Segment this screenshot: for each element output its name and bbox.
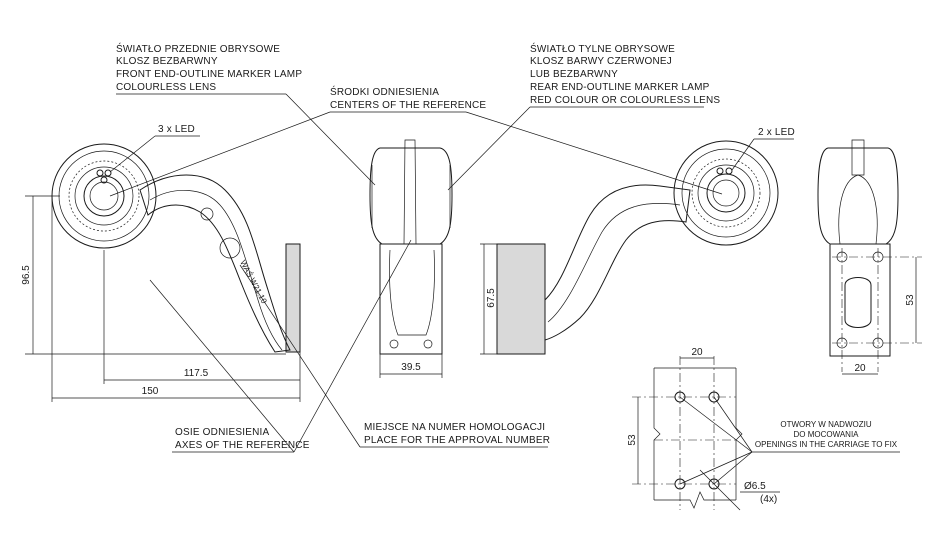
lamp-front-view: 39.5 [369, 139, 453, 378]
rear-lamp-housing [673, 140, 779, 246]
hole-diameter: Ø6.5 [744, 481, 766, 492]
centers-ref-leader-left [109, 111, 331, 197]
rear-arm-outline [544, 184, 691, 341]
centers-ref-label-2: CENTERS OF THE REFERENCE [330, 100, 486, 111]
holes-label-1: OTWORY W NADWOZIU [780, 420, 871, 429]
front-lamp-leader [285, 93, 376, 186]
dim-150: 150 [142, 386, 159, 397]
rear-lamp-label-5: RED COLOUR OR COLOURLESS LENS [530, 95, 720, 106]
rear-lamp-lens [706, 173, 746, 213]
front-lamp-label-4: COLOURLESS LENS [116, 82, 216, 93]
rear-led-label: 2 x LED [758, 127, 795, 138]
rear-lamp-leader [447, 106, 531, 191]
rear-lamp-ring [697, 164, 755, 222]
rear-lamp-knurl [691, 158, 761, 228]
front-base-plate [285, 243, 301, 353]
front-led-label: 3 x LED [158, 124, 195, 135]
middle-hole-right [423, 339, 433, 349]
axes-ref-leader-1 [293, 239, 412, 453]
front-lamp-inner-lens [89, 181, 119, 211]
middle-lamp-head [369, 147, 453, 245]
centers-ref-leader-right [465, 111, 723, 195]
pattern-right-edge [735, 368, 743, 500]
front-arm-inner-line [149, 190, 283, 351]
rear-lamp-label: ŚWIATŁO TYLNE OBRYSOWE KLOSZ BARWY CZERW… [447, 42, 720, 191]
front-lamp-rim [58, 150, 150, 242]
front-lamp-lens [83, 175, 125, 217]
rear-side-view: 53 20 [817, 139, 922, 375]
middle-lamp-center-rib [403, 139, 417, 245]
rear-base-plate [496, 243, 546, 355]
rear-lamp-inner-lens [712, 179, 740, 207]
front-lamp-label: ŚWIATŁO PRZEDNIE OBRYSOWE KLOSZ BEZBARWN… [116, 42, 376, 186]
front-lamp-knurl [68, 160, 140, 232]
holes-leader-1 [713, 396, 753, 453]
centers-reference-label: ŚRODKI ODNIESIENIA CENTERS OF THE REFERE… [109, 85, 723, 197]
approval-label-1: MIEJSCE NA NUMER HOMOLOGACJI [364, 422, 545, 433]
right-lamp-head [817, 147, 899, 245]
dim-20-pattern: 20 [691, 347, 703, 358]
hole-count: (4x) [760, 494, 777, 505]
dim-39-5: 39.5 [401, 362, 421, 373]
stamp-circle-2 [219, 237, 241, 259]
rear-lamp-label-3: LUB BEZBARWNY [530, 69, 618, 80]
front-led-leader [109, 135, 156, 173]
rear-arm-inner-line [547, 203, 681, 323]
rear-lamp-label-4: REAR END-OUTLINE MARKER LAMP [530, 82, 710, 93]
right-base-plate [829, 243, 891, 357]
right-center-rib [851, 139, 865, 176]
right-slot [844, 277, 872, 328]
diameter-leader [699, 469, 741, 511]
holes-leader-2 [679, 396, 753, 453]
front-lamp-ring [74, 166, 134, 226]
front-lamp-housing [51, 143, 157, 249]
dim-67-5: 67.5 [486, 288, 497, 308]
holes-label-2: DO MOCOWANIA [793, 430, 859, 439]
stamp-circle-1 [200, 207, 214, 221]
dim-117-5: 117.5 [184, 368, 209, 379]
middle-lamp-lens-edges [371, 165, 451, 228]
axes-ref-leader-2 [149, 279, 295, 453]
pattern-bottom-edge [654, 491, 736, 509]
rear-lamp-label-1: ŚWIATŁO TYLNE OBRYSOWE [530, 42, 675, 55]
rear-led-leader [731, 138, 755, 171]
middle-hole-left [389, 339, 399, 349]
rear-lamp-rim [681, 148, 771, 238]
pattern-left-edge [653, 368, 661, 500]
rear-lamp-label-2: KLOSZ BARWY CZERWONEJ [530, 56, 672, 67]
dim-53-right: 53 [905, 294, 916, 306]
front-lamp-label-2: KLOSZ BEZBARWNY [116, 56, 218, 67]
approval-label-2: PLACE FOR THE APPROVAL NUMBER [364, 435, 550, 446]
holes-leader-4 [679, 451, 753, 485]
front-led-2 [104, 169, 112, 177]
front-lamp-label-1: ŚWIATŁO PRZEDNIE OBRYSOWE [116, 42, 280, 55]
dim-96-5: 96.5 [21, 265, 32, 285]
middle-arm-shape [389, 249, 435, 336]
dim-20-right: 20 [854, 363, 866, 374]
rear-lamp-view: 67.5 2 x LED [480, 127, 795, 355]
middle-base-plate [379, 243, 443, 355]
front-led-3 [100, 176, 108, 184]
front-arm-outline [139, 174, 291, 353]
rear-led-1 [716, 167, 724, 175]
front-led-1 [96, 169, 104, 177]
holes-leader-3 [713, 451, 753, 485]
dim-53-pattern: 53 [627, 434, 638, 446]
front-lamp-view: WAŚ W21.10 96.5 117.5 150 3 x LED [21, 124, 301, 402]
right-arm-curve [838, 174, 878, 245]
centers-ref-label-1: ŚRODKI ODNIESIENIA [330, 85, 439, 98]
holes-label-3: OPENINGS IN THE CARRIAGE TO FIX [755, 440, 898, 449]
rear-led-2 [725, 167, 733, 175]
approval-leader [239, 264, 361, 448]
axes-ref-label-1: OSIE ODNIESIENIA [175, 427, 269, 438]
mounting-hole-pattern: 20 53 OTWORY W NADWOZIU DO MOCOWANIA OPE… [627, 347, 900, 511]
approval-place-label: MIEJSCE NA NUMER HOMOLOGACJI PLACE FOR T… [239, 264, 550, 448]
approval-stamp-text: WAŚ W21.10 [238, 259, 269, 306]
front-lamp-label-3: FRONT END-OUTLINE MARKER LAMP [116, 69, 302, 80]
axes-ref-label-2: AXES OF THE REFERENCE [175, 440, 310, 451]
axes-reference-label: OSIE ODNIESIENIA AXES OF THE REFERENCE [149, 239, 412, 453]
